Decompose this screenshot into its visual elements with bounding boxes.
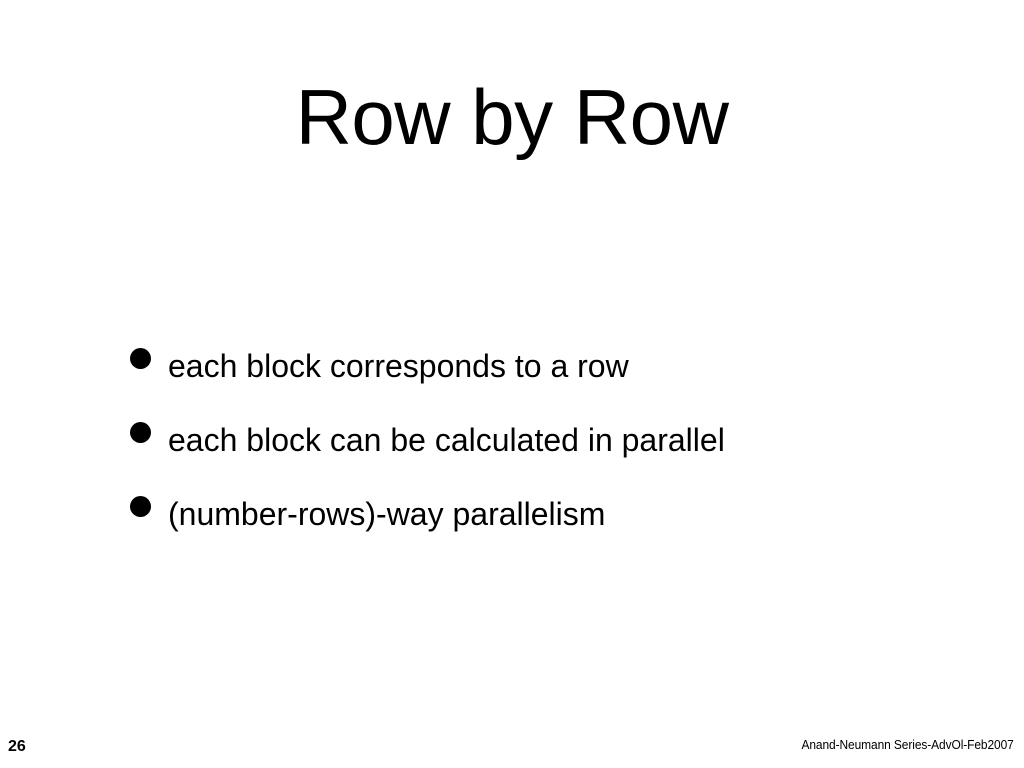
list-item: each block can be calculated in parallel	[128, 410, 988, 484]
list-item-label: (number-rows)-way parallelism	[168, 496, 606, 532]
page-title: Row by Row	[295, 73, 729, 161]
page-number: 26	[8, 738, 26, 755]
list-item-label: each block corresponds to a row	[168, 348, 629, 384]
footer-credit: Anand-Neumann Series-AdvOl-Feb2007	[801, 737, 1014, 752]
list-item-label: each block can be calculated in parallel	[168, 422, 725, 458]
list-item: each block corresponds to a row	[128, 336, 988, 410]
list-item: (number-rows)-way parallelism	[128, 484, 988, 558]
filled-circle-bullet-icon	[130, 496, 151, 517]
filled-circle-bullet-icon	[130, 348, 151, 369]
filled-circle-bullet-icon	[130, 422, 151, 443]
bullet-list: each block corresponds to a row each blo…	[128, 336, 988, 558]
